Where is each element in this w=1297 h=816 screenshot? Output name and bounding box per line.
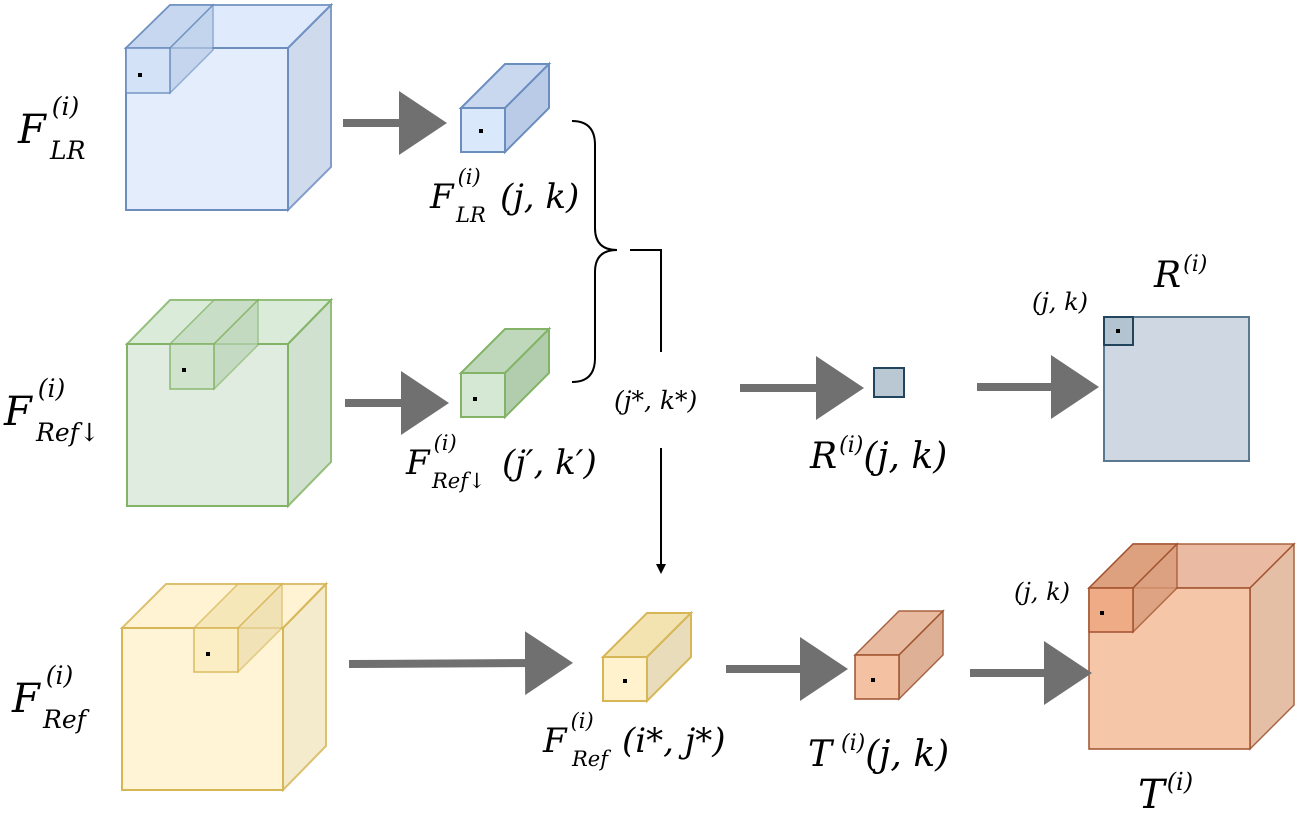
label-r-jk: R(i)(j, k) <box>809 433 947 477</box>
relevance-brace <box>571 120 618 383</box>
label-r-map: R(i) <box>1153 252 1207 296</box>
patch-dot <box>138 73 142 77</box>
patch-dot <box>206 652 210 656</box>
t-patch-column <box>853 609 945 701</box>
label-f-refdown-jk: F(i)Ref↓(j′, k′) <box>405 431 597 493</box>
label-f-lr: F(i)LR <box>17 92 85 165</box>
label-r-map-jk: (j, k) <box>1032 288 1088 316</box>
flow-arrows <box>343 91 1099 705</box>
patch-dot <box>479 129 483 133</box>
label-t-map: T(i) <box>1138 768 1193 816</box>
label-f-refdown: F(i)Ref↓ <box>3 374 100 447</box>
f-ref-cube <box>119 581 329 793</box>
label-jk-star: (j*, k*) <box>614 386 697 415</box>
r-patch <box>873 367 905 398</box>
label-f-lr-jk: F(i)LR(j, k) <box>429 165 579 227</box>
patch-dot <box>182 368 186 372</box>
label-f-ref-ij: F(i)Ref(i*, j*) <box>542 709 726 771</box>
patch-dot <box>623 679 627 683</box>
f-lr-cube <box>123 2 334 213</box>
label-t-map-jk: (j, k) <box>1014 578 1070 606</box>
label-t-jk: T (i)(j, k) <box>808 731 949 775</box>
patch-dot <box>473 397 477 401</box>
f-refdown-patch-column <box>458 326 552 420</box>
r-map <box>1103 316 1250 462</box>
f-ref-patch-column <box>600 610 694 704</box>
label-f-ref: F(i)Ref <box>11 661 90 734</box>
arrow-ref <box>348 631 573 696</box>
patch-dot <box>871 678 875 682</box>
f-refdown-cube <box>124 297 334 509</box>
patch-dot <box>1116 329 1120 333</box>
patch-dot <box>1100 611 1104 615</box>
brace-connector <box>630 249 662 352</box>
f-lr-patch-column <box>458 61 552 155</box>
t-map-cube <box>1087 542 1296 751</box>
